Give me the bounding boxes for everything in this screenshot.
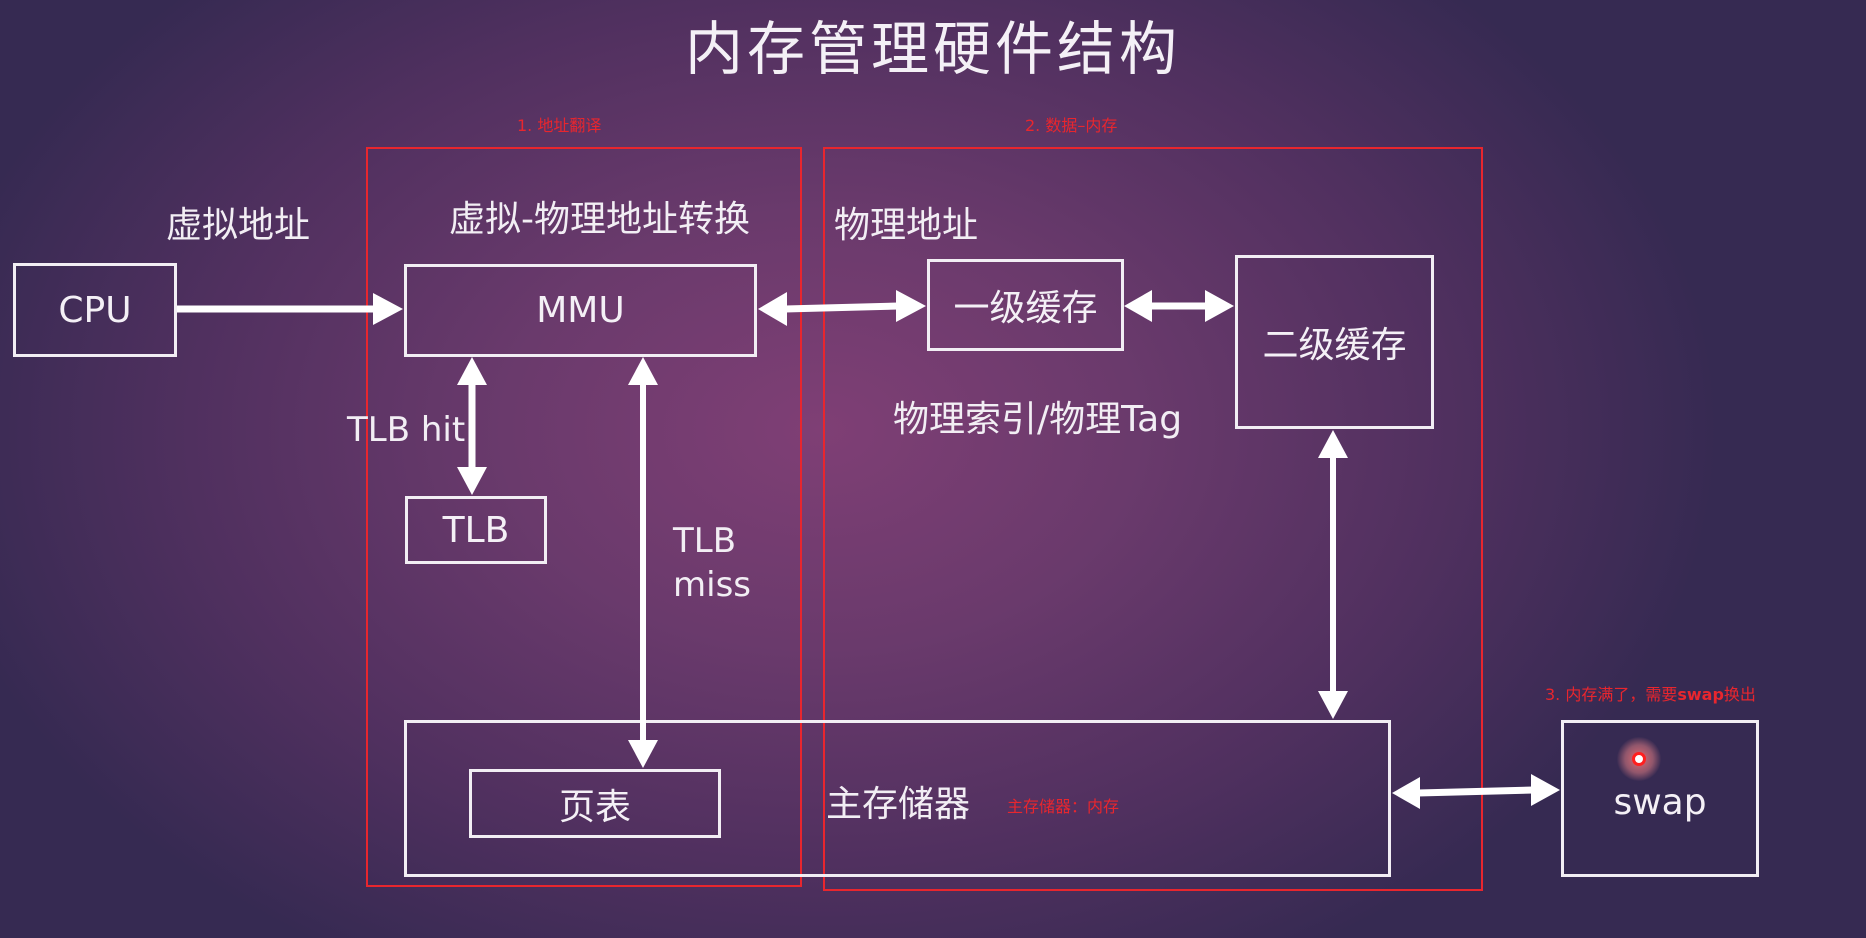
l1-cache-node: 一级缓存 [927, 259, 1124, 351]
data-memory-region [823, 147, 1483, 891]
arrowhead-l1-left [1124, 290, 1152, 322]
tlb-miss-line2: miss [673, 565, 751, 605]
tlb-hit-label: TLB hit [347, 410, 466, 450]
cpu-node: CPU [13, 263, 177, 357]
swap-label: swap [1613, 782, 1707, 823]
mmu-label: MMU [536, 290, 625, 331]
arrowhead-swap-right [1531, 774, 1560, 806]
main-memory-annotation: 主存储器：内存 [1007, 797, 1120, 816]
diagram-title: 内存管理硬件结构 [684, 15, 1181, 83]
swap-annotation-bold: swap [1677, 685, 1724, 704]
arrowhead-l1-side [896, 290, 926, 322]
swap-annotation-prefix: 3. 内存满了，需要 [1545, 685, 1678, 704]
arrowhead-mmu-side [758, 292, 787, 326]
l1-cache-label: 一级缓存 [953, 288, 1098, 329]
address-translation-annotation: 1. 地址翻译 [517, 116, 602, 135]
arrowhead-l2-right [1205, 290, 1234, 322]
arrow-mmu-l1 [784, 302, 899, 313]
address-translation-region [366, 147, 802, 887]
swap-node: swap [1561, 720, 1759, 877]
tlb-miss-line1: TLB [673, 521, 737, 561]
l2-cache-node: 二级缓存 [1235, 255, 1434, 429]
cursor-indicator-icon [1617, 737, 1661, 781]
tlb-label: TLB [442, 509, 510, 551]
arrowhead-tlb-up [457, 357, 487, 385]
tlb-miss-label: TLB miss [673, 519, 751, 607]
arrowhead-tlb-down [457, 467, 487, 495]
arrow-mainmem-swap [1417, 786, 1534, 797]
tlb-node: TLB [405, 496, 547, 564]
swap-annotation: 3. 内存满了，需要swap换出 [1545, 681, 1756, 705]
main-memory-label: 主存储器 [826, 784, 971, 825]
translation-label: 虚拟-物理地址转换 [449, 199, 750, 240]
physical-index-tag-label: 物理索引/物理Tag [893, 399, 1183, 440]
page-table-node: 页表 [469, 769, 721, 838]
page-table-label: 页表 [558, 786, 631, 828]
mmu-node: MMU [404, 264, 757, 357]
cpu-label: CPU [58, 289, 132, 331]
arrowhead-l2-up [1318, 430, 1348, 458]
arrowhead-pt-down [628, 740, 658, 768]
arrowhead-pt-up [628, 357, 658, 385]
arrowhead-mm-left [1392, 777, 1420, 809]
main-memory-node [404, 720, 1391, 877]
arrowhead-cpu-mmu [373, 293, 403, 325]
arrowhead-mm-down [1318, 691, 1348, 719]
virtual-address-label: 虚拟地址 [166, 205, 311, 246]
physical-address-label: 物理地址 [834, 205, 979, 246]
swap-annotation-suffix: 换出 [1723, 685, 1756, 704]
data-memory-annotation: 2. 数据–内存 [1025, 116, 1118, 135]
l2-cache-label: 二级缓存 [1262, 325, 1407, 366]
